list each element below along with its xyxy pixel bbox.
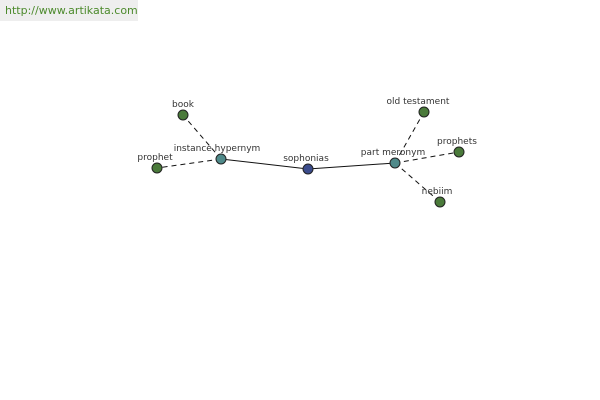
node-circle-old-testament[interactable] — [418, 106, 430, 118]
edge-sophonias-to-part-meronym — [307, 162, 396, 170]
node-part-meronym[interactable]: part meronym — [361, 148, 425, 169]
node-label-part-meronym: part meronym — [361, 148, 425, 158]
node-label-sophonias: sophonias — [283, 154, 329, 164]
node-label-prophet: prophet — [137, 153, 173, 163]
node-book[interactable]: book — [172, 100, 195, 121]
node-circle-part-meronym[interactable] — [389, 157, 401, 169]
edges-layer — [156, 111, 460, 203]
node-label-instance-hypernym: instance hypernym — [174, 144, 261, 154]
node-circle-instance-hypernym[interactable] — [215, 153, 227, 165]
node-old-testament[interactable]: old testament — [387, 97, 450, 118]
edge-part-meronym-to-nebiim — [394, 162, 441, 203]
edge-instance-hypernym-to-prophet — [156, 158, 222, 169]
node-prophet[interactable]: prophet — [137, 153, 173, 174]
node-label-old-testament: old testament — [387, 97, 450, 107]
node-circle-prophets[interactable] — [453, 146, 465, 158]
node-label-prophets: prophets — [437, 137, 477, 147]
node-sophonias[interactable]: sophonias — [283, 154, 329, 175]
node-circle-sophonias[interactable] — [302, 163, 314, 175]
edge-part-meronym-to-old-testament — [394, 111, 425, 164]
nodes-layer: sophonias instance hypernym part meronym bo… — [137, 97, 477, 208]
node-label-nebiim: nebiim — [422, 187, 453, 197]
node-circle-nebiim[interactable] — [434, 196, 446, 208]
node-nebiim[interactable]: nebiim — [422, 187, 453, 208]
node-instance-hypernym[interactable]: instance hypernym — [174, 144, 261, 165]
node-prophets[interactable]: prophets — [437, 137, 477, 158]
edge-instance-hypernym-to-book — [182, 114, 222, 160]
node-label-book: book — [172, 100, 195, 110]
edge-sophonias-to-instance-hypernym — [220, 158, 309, 170]
site-url-link[interactable]: http://www.artikata.com — [0, 0, 138, 21]
node-circle-prophet[interactable] — [151, 162, 163, 174]
edge-part-meronym-to-prophets — [394, 151, 460, 164]
node-circle-book[interactable] — [177, 109, 189, 121]
